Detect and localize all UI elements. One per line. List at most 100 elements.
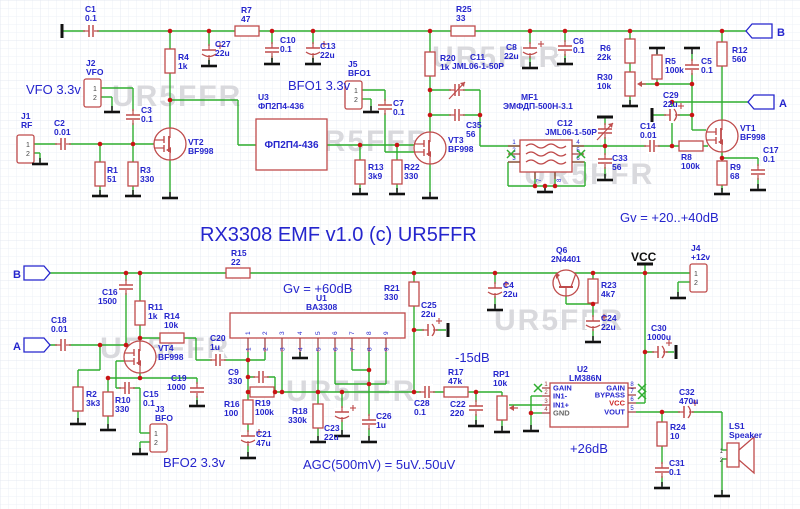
pin-number: 6 [630, 397, 634, 403]
component-C21[interactable] [240, 429, 262, 446]
component-C10[interactable] [264, 42, 280, 58]
junction-dot [642, 270, 648, 276]
component-R4[interactable] [164, 48, 176, 74]
annotation-text: -15dB [455, 350, 490, 365]
net-port-B[interactable]: B [13, 265, 51, 281]
component-C32[interactable] [678, 400, 698, 420]
component-R18[interactable] [312, 403, 324, 429]
component-R22[interactable] [391, 159, 403, 185]
component-R20[interactable] [424, 51, 436, 77]
component-ref: J2 [86, 58, 96, 68]
component-R21[interactable] [408, 281, 420, 307]
component-R25[interactable] [450, 25, 476, 37]
component-C6[interactable] [557, 40, 573, 56]
component-C7[interactable] [377, 99, 393, 115]
component-U3[interactable]: ФП2П4-436 [255, 118, 328, 171]
component-R19[interactable] [249, 386, 275, 398]
component-value: 1000u [647, 332, 671, 342]
component-R23[interactable] [587, 278, 599, 304]
component-R15[interactable] [225, 267, 251, 279]
component-C35[interactable] [449, 107, 465, 123]
component-C5[interactable] [684, 59, 700, 75]
component-J3[interactable]: 12 [149, 423, 168, 453]
component-R9[interactable] [716, 160, 728, 186]
component-J5[interactable]: 12 [344, 80, 363, 110]
component-C2[interactable] [55, 136, 71, 152]
component-R11[interactable] [134, 300, 146, 326]
net-port-A[interactable]: A [13, 337, 51, 353]
component-C28[interactable] [419, 384, 435, 400]
pin-label: IN1- [553, 392, 568, 401]
component-R5[interactable] [651, 54, 663, 80]
component-R12[interactable] [716, 41, 728, 67]
component-C19[interactable] [189, 382, 205, 398]
component-R1[interactable] [94, 161, 106, 187]
component-R8[interactable] [678, 140, 704, 152]
component-J2[interactable]: 12 [83, 78, 102, 108]
component-C33[interactable] [597, 153, 613, 169]
component-C8[interactable] [522, 41, 544, 58]
component-R3[interactable] [127, 161, 139, 187]
component-C9[interactable] [253, 369, 269, 385]
component-VT3[interactable] [413, 131, 447, 165]
component-value: 22 [231, 257, 241, 267]
component-C18[interactable] [55, 337, 71, 353]
component-C12[interactable] [596, 122, 614, 141]
component-R16[interactable] [242, 399, 254, 425]
component-C25[interactable] [422, 318, 442, 338]
component-R30[interactable] [624, 71, 646, 97]
component-VT4[interactable] [123, 340, 157, 374]
component-C24[interactable] [585, 314, 607, 331]
pin-number: 1 [246, 347, 253, 351]
component-C29[interactable] [664, 103, 684, 123]
component-C22[interactable] [468, 400, 484, 416]
component-C27[interactable] [201, 43, 223, 60]
component-C1[interactable] [83, 23, 99, 39]
component-C4[interactable] [487, 281, 509, 298]
component-R17[interactable] [443, 386, 469, 398]
component-R14[interactable] [159, 332, 185, 344]
component-RP1[interactable] [496, 395, 518, 421]
component-C17[interactable] [750, 164, 766, 180]
component-value: 330k [288, 415, 307, 425]
net-port-A[interactable]: A [747, 94, 787, 110]
component-ref: C4 [503, 280, 514, 290]
net-port-B[interactable]: B [745, 23, 785, 39]
component-ref: C2 [54, 118, 65, 128]
component-C23[interactable] [334, 405, 356, 422]
component-ref: C9 [228, 367, 239, 377]
component-VT1[interactable] [705, 119, 739, 153]
component-value: 22u [504, 51, 519, 61]
schematic-title: RX3308 EMF v1.0 (c) UR5FFR [200, 224, 477, 246]
component-R2[interactable] [72, 386, 84, 412]
component-C26[interactable] [361, 414, 377, 430]
component-VT2[interactable] [153, 127, 187, 161]
component-C13[interactable] [305, 41, 327, 58]
component-C16[interactable] [118, 279, 134, 295]
ground-symbol [670, 292, 686, 300]
component-J4[interactable]: 12 [689, 263, 708, 293]
component-J1[interactable]: 12 [16, 134, 35, 164]
component-C15[interactable] [119, 380, 135, 396]
component-Q6[interactable] [552, 269, 580, 297]
junction-dot [552, 183, 558, 189]
component-R7[interactable] [234, 25, 260, 37]
pin-number: 4 [576, 140, 580, 146]
component-R10[interactable] [102, 391, 114, 417]
component-R6[interactable] [624, 38, 636, 64]
component-LS1[interactable]: 12 [720, 435, 755, 475]
component-R13[interactable] [354, 159, 366, 185]
pin-number: 7 [350, 347, 357, 351]
component-C31[interactable] [654, 462, 670, 478]
component-C30[interactable] [652, 340, 672, 360]
component-C20[interactable] [210, 352, 226, 368]
no-connect-icon [637, 390, 647, 400]
component-C3[interactable] [125, 109, 141, 125]
component-ref: R3 [140, 165, 151, 175]
component-R24[interactable] [656, 421, 668, 447]
component-C11[interactable] [448, 81, 466, 100]
component-C14[interactable] [644, 138, 660, 154]
junction-dot [473, 389, 479, 395]
